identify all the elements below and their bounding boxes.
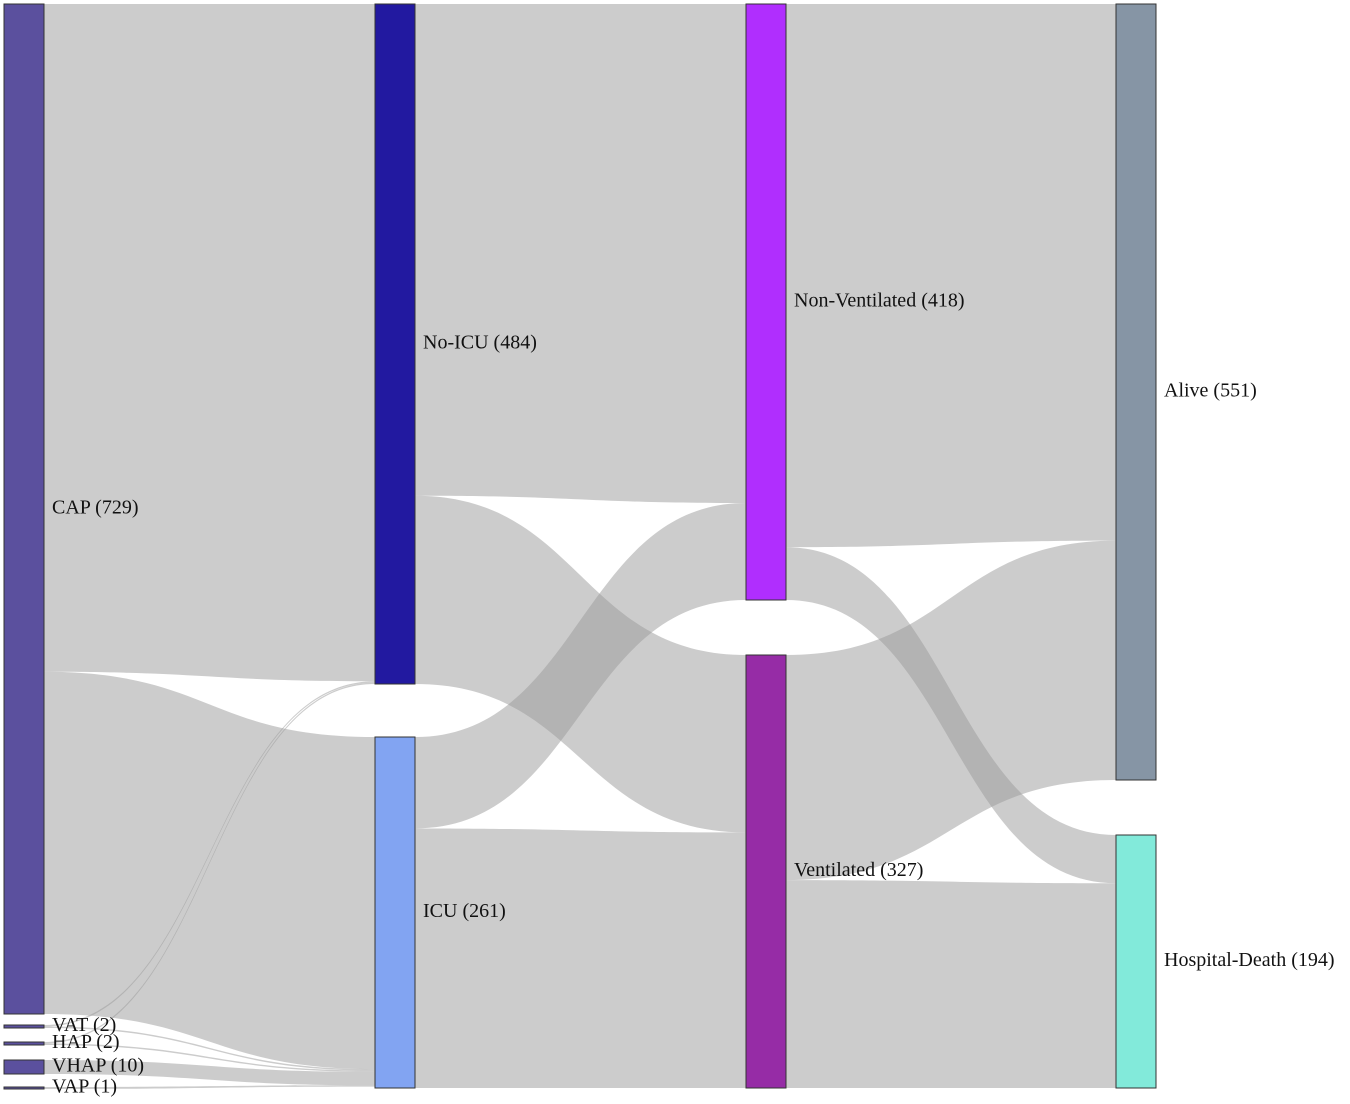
node-label-vhap: VHAP (10) bbox=[52, 1055, 144, 1077]
node-vhap bbox=[3, 1059, 45, 1075]
link-vap-to-icu bbox=[44, 1085, 375, 1089]
link-hap-to-icu bbox=[44, 1043, 375, 1072]
link-cap-to-noicu bbox=[44, 4, 375, 682]
node-label-vat: VAT (2) bbox=[52, 1014, 116, 1036]
node-label-alive: Alive (551) bbox=[1164, 380, 1257, 402]
node-label-death: Hospital-Death (194) bbox=[1164, 949, 1335, 971]
node-alive bbox=[1115, 3, 1157, 781]
node-vent bbox=[745, 654, 787, 1089]
node-label-hap: HAP (2) bbox=[52, 1031, 120, 1053]
node-hap bbox=[3, 1041, 45, 1046]
node-cap bbox=[3, 3, 45, 1015]
node-label-cap: CAP (729) bbox=[52, 497, 138, 519]
sankey-nodes bbox=[3, 3, 1157, 1090]
link-vat-to-icu bbox=[44, 1026, 375, 1071]
link-icu-to-vent bbox=[415, 828, 746, 1088]
link-noicu-to-nonvent bbox=[415, 4, 746, 504]
node-label-nonvent: Non-Ventilated (418) bbox=[794, 290, 965, 312]
node-label-icu: ICU (261) bbox=[423, 900, 506, 922]
node-vap bbox=[3, 1086, 45, 1090]
node-death bbox=[1115, 834, 1157, 1089]
link-cap-to-icu bbox=[44, 671, 375, 1070]
link-nonvent-to-alive bbox=[786, 4, 1116, 548]
node-label-vap: VAP (1) bbox=[52, 1076, 117, 1098]
link-hap-to-noicu bbox=[44, 682, 375, 1044]
link-vat-to-noicu bbox=[44, 681, 375, 1027]
link-vent-to-death bbox=[786, 880, 1116, 1088]
node-label-noicu: No-ICU (484) bbox=[423, 332, 537, 354]
link-icu-to-nonvent bbox=[415, 503, 746, 829]
node-noicu bbox=[374, 3, 416, 685]
link-vhap-to-icu bbox=[44, 1060, 375, 1086]
link-vent-to-alive bbox=[786, 540, 1116, 881]
sankey-links bbox=[44, 4, 1116, 1089]
node-label-vent: Ventilated (327) bbox=[794, 859, 923, 881]
sankey-labels: CAP (729) VAT (2)HAP (2)VHAP (10)VAP (1) N… bbox=[52, 290, 1335, 1098]
node-vat bbox=[3, 1024, 45, 1029]
node-nonvent bbox=[745, 3, 787, 601]
node-icu bbox=[374, 736, 416, 1089]
